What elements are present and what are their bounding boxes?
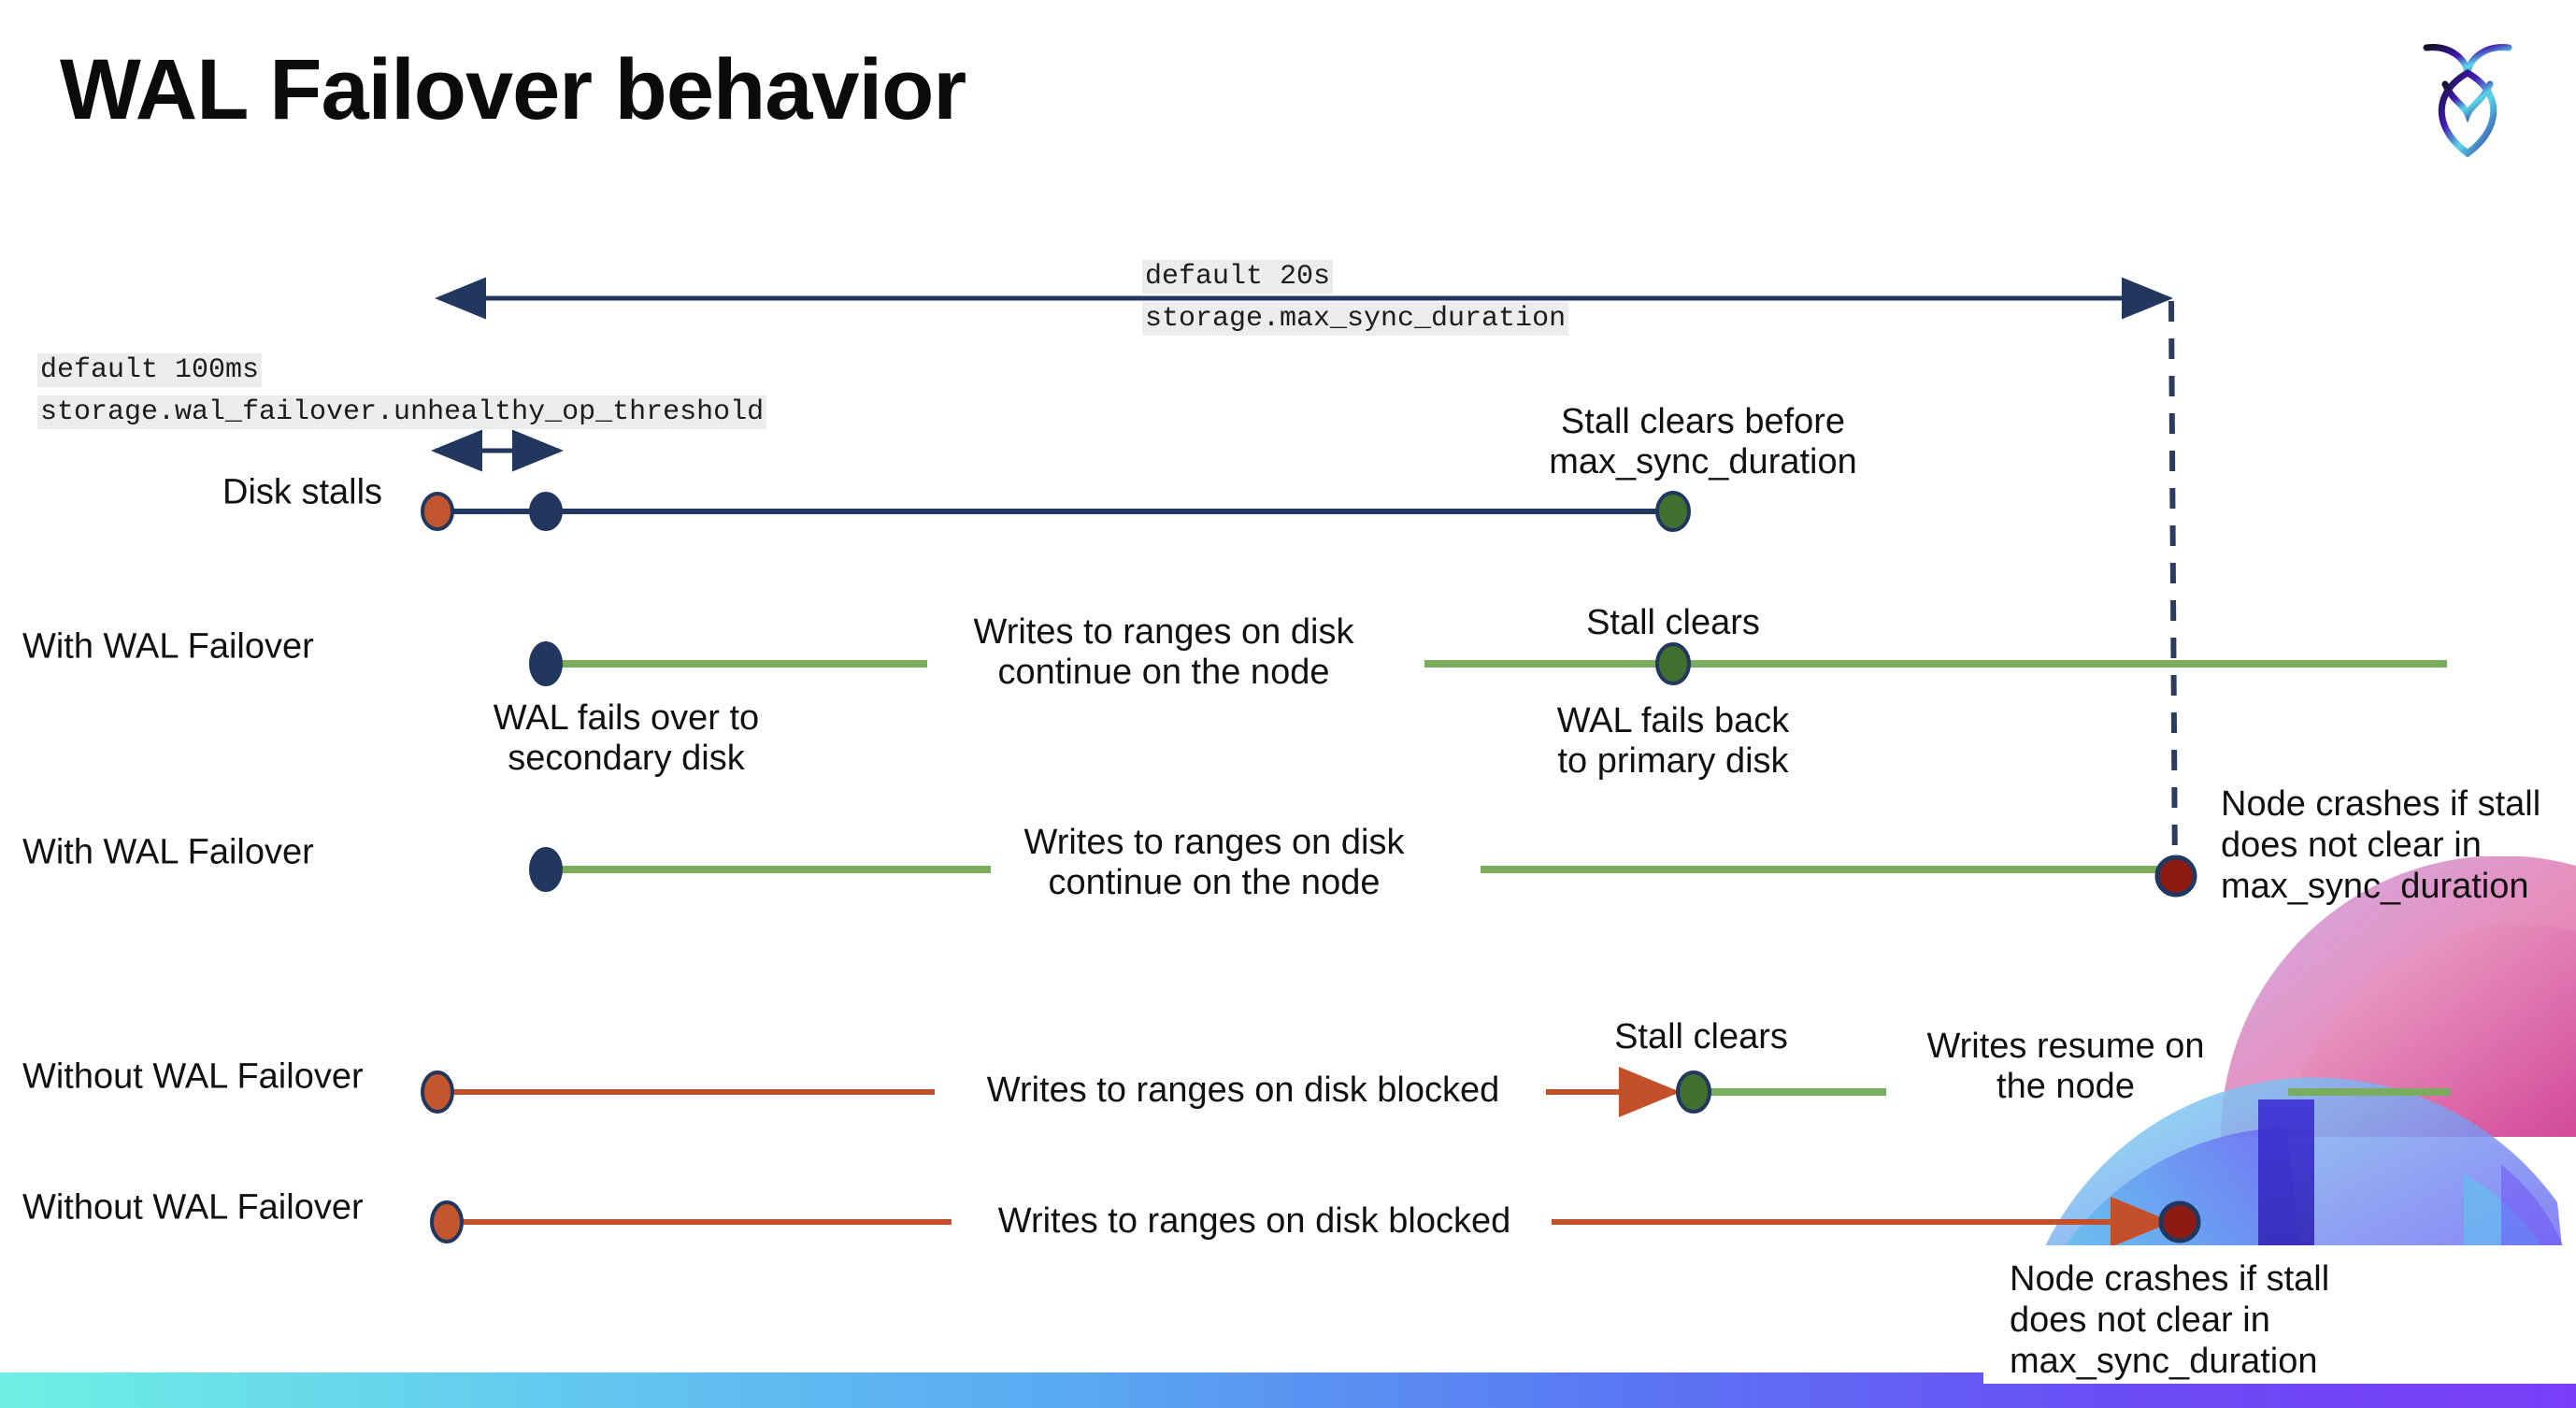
note-line-1: WAL fails back bbox=[1556, 701, 1790, 740]
node-crash-dot-row5 bbox=[2158, 1200, 2201, 1243]
note-line-2: does not clear in bbox=[2010, 1300, 2270, 1341]
note-writes-resume: Writes resume on the node bbox=[1907, 1027, 2225, 1106]
row-label-without-wal-failover-2: Without WAL Failover bbox=[22, 1187, 364, 1228]
row-disk-stalls-track bbox=[421, 491, 1691, 532]
note-line-1: Stall clears before bbox=[1560, 402, 1846, 441]
note-line-2: the node bbox=[1996, 1066, 2135, 1106]
row-without-wal-failover-2-track bbox=[430, 1197, 2201, 1247]
note-wal-fails-back: WAL fails back to primary disk bbox=[1496, 701, 1851, 781]
note-stall-clears-row2: Stall clears bbox=[1586, 603, 1760, 642]
note-stall-clears-row4: Stall clears bbox=[1614, 1017, 1788, 1056]
note-writes-blocked-row4: Writes to ranges on disk blocked bbox=[986, 1070, 1500, 1110]
note-line-3: max_sync_duration bbox=[2221, 867, 2529, 907]
stall-clears-dot-row2 bbox=[1655, 642, 1691, 685]
note-line-1: WAL fails over to bbox=[493, 698, 760, 738]
note-writes-continue-row2: Writes to ranges on disk continue on the… bbox=[944, 612, 1383, 692]
note-node-crashes-row5: Node crashes if stall does not clear in … bbox=[2010, 1258, 2329, 1382]
stall-clears-dot-row4 bbox=[1676, 1070, 1711, 1113]
note-node-crashes-row3: Node crashes if stall does not clear in … bbox=[2221, 783, 2576, 907]
note-wal-fails-over: WAL fails over to secondary disk bbox=[467, 698, 785, 778]
note-writes-blocked-row5: Writes to ranges on disk blocked bbox=[997, 1201, 1511, 1241]
note-line-1: Node crashes if stall bbox=[2221, 784, 2541, 824]
row-with-wal-failover-1-track bbox=[529, 641, 2447, 686]
unhealthy-setting-label: storage.wal_failover.unhealthy_op_thresh… bbox=[37, 395, 767, 429]
row-label-disk-stalls: Disk stalls bbox=[222, 472, 383, 512]
note-line-1: Node crashes if stall bbox=[2010, 1259, 2330, 1299]
note-line-2: continue on the node bbox=[1048, 862, 1381, 902]
note-line-1: Writes to ranges on disk bbox=[973, 612, 1354, 652]
page-title: WAL Failover behavior bbox=[60, 42, 966, 137]
node-crash-callout-backdrop bbox=[1983, 1245, 2576, 1384]
disk-stall-dot-row5 bbox=[430, 1200, 464, 1243]
wal-failover-dot-row3 bbox=[529, 847, 563, 892]
disk-stall-dot-row4 bbox=[421, 1070, 454, 1113]
wal-failover-dot-row2 bbox=[529, 641, 563, 686]
row-with-wal-failover-2-track bbox=[529, 847, 2197, 898]
note-line-2: does not clear in bbox=[2221, 826, 2482, 866]
row-label-without-wal-failover-1: Without WAL Failover bbox=[22, 1056, 364, 1097]
wal-failover-trigger-dot bbox=[529, 492, 563, 531]
row-without-wal-failover-1-track bbox=[421, 1067, 2451, 1117]
note-writes-continue-row3: Writes to ranges on disk continue on the… bbox=[995, 823, 1434, 902]
row-label-with-wal-failover-2: With WAL Failover bbox=[22, 832, 314, 872]
unhealthy-default-label: default 100ms bbox=[37, 353, 263, 387]
note-line-2: max_sync_duration bbox=[1549, 441, 1857, 481]
note-line-2: continue on the node bbox=[997, 652, 1330, 692]
max-sync-duration-dropline bbox=[2168, 300, 2178, 880]
note-stall-clears-before-max-sync: Stall clears before max_sync_duration bbox=[1525, 402, 1881, 481]
note-line-1: Writes to ranges on disk bbox=[1023, 823, 1405, 862]
stall-clears-dot-row1 bbox=[1655, 491, 1691, 532]
note-line-3: max_sync_duration bbox=[2010, 1342, 2318, 1382]
note-line-2: to primary disk bbox=[1557, 740, 1789, 781]
node-crash-dot-row3 bbox=[2154, 855, 2197, 898]
disk-stall-start-dot bbox=[421, 492, 454, 531]
row-label-with-wal-failover-1: With WAL Failover bbox=[22, 626, 314, 667]
unhealthy-threshold-annotation: default 100ms storage.wal_failover.unhea… bbox=[37, 350, 767, 434]
note-line-2: secondary disk bbox=[508, 738, 745, 778]
cockroachdb-logo-icon bbox=[2411, 24, 2524, 165]
note-line-1: Writes resume on bbox=[1926, 1027, 2205, 1066]
